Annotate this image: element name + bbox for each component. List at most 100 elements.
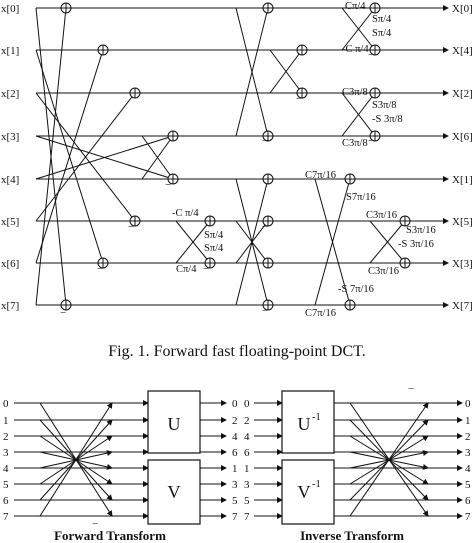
coefficient-label: Cπ/4: [176, 264, 197, 275]
adder-node: [399, 215, 411, 227]
input-label: x[5]: [1, 216, 19, 228]
inverse-output-index: 7: [465, 511, 471, 523]
output-label: X[6]: [452, 131, 473, 143]
block-u: [147, 390, 201, 454]
inverse-input-index: 4: [244, 431, 250, 443]
coefficient-label: C7π/16: [305, 170, 336, 181]
input-label: x[0]: [1, 3, 19, 15]
block-v-inverse-superscript: -1: [312, 479, 321, 490]
forward-input-index: 5: [3, 479, 9, 491]
input-label: x[4]: [1, 174, 19, 186]
adder-node: [262, 2, 274, 14]
coefficient-label: C3π/8: [342, 138, 368, 149]
block-u-inverse-label: U: [298, 414, 311, 434]
inverse-input-index: 5: [244, 495, 250, 507]
butterfly-branch: [269, 49, 303, 94]
adder-node: [60, 2, 72, 14]
adder-node: [296, 87, 308, 99]
inverse-output-index: 6: [465, 495, 471, 507]
forward-input-index: 3: [3, 447, 9, 459]
adder-node: [369, 87, 381, 99]
forward-input-index: 0: [3, 398, 9, 410]
adder-node: [262, 173, 274, 185]
adder-node: [204, 257, 216, 269]
coefficient-label: -S 3π/8: [372, 114, 403, 125]
adder-node: [167, 173, 179, 185]
block-v-inverse: [281, 459, 335, 525]
forward-output-index: 4: [232, 431, 238, 443]
inverse-output-index: 4: [465, 463, 471, 475]
coefficient-label: Sπ/4: [204, 230, 224, 241]
butterfly-branch: [35, 7, 67, 306]
coefficient-label: Cπ/4: [345, 1, 366, 12]
inverse-input-index: 1: [244, 463, 250, 475]
forward-transform-label: Forward Transform: [54, 528, 166, 543]
coefficient-label: S3π/8: [372, 100, 397, 111]
block-v-inverse-label: V: [298, 482, 311, 502]
adder-node: [296, 44, 308, 56]
minus-sign: −: [368, 135, 374, 147]
adder-node: [262, 299, 274, 311]
butterfly-branch: [235, 220, 269, 264]
block-u-inverse-superscript: -1: [312, 412, 321, 423]
figure-caption: Fig. 1. Forward fast floating-point DCT.: [108, 343, 365, 360]
coefficient-label: Sπ/4: [372, 28, 392, 39]
forward-input-index: 4: [3, 463, 9, 475]
coefficient-label: S7π/16: [346, 192, 376, 203]
output-label: X[1]: [452, 174, 473, 186]
output-label: X[3]: [452, 258, 473, 270]
coefficient-label: -C π/4: [342, 44, 369, 55]
butterfly-branch: [175, 220, 211, 264]
minus-sign: −: [408, 383, 414, 395]
coefficient-label: C3π/16: [368, 266, 399, 277]
output-label: X[0]: [452, 3, 473, 15]
butterfly-branch: [235, 7, 269, 137]
adder-node: [262, 257, 274, 269]
butterfly-branch: [35, 92, 136, 222]
inverse-output-index: 2: [465, 431, 471, 443]
adder-node: [262, 130, 274, 142]
coefficient-label: C7π/16: [305, 308, 336, 319]
butterfly-branch: [341, 92, 376, 137]
inverse-input-index: 0: [244, 398, 250, 410]
minus-sign: −: [60, 307, 66, 319]
adder-node: [262, 215, 274, 227]
block-v-label: V: [168, 482, 181, 502]
forward-output-index: 6: [232, 447, 238, 459]
minus-sign: −: [368, 49, 374, 61]
butterfly-branch: [314, 178, 351, 306]
butterfly-branch: [35, 135, 174, 180]
adder-node: [129, 215, 141, 227]
forward-output-index: 2: [232, 415, 238, 427]
coefficient-label: -S 3π/16: [398, 239, 434, 250]
output-label: X[5]: [452, 216, 473, 228]
block-u-inverse: [281, 390, 335, 454]
minus-sign: −: [203, 263, 209, 275]
adder-node: [97, 257, 109, 269]
forward-input-index: 1: [3, 415, 9, 427]
minus-sign: −: [262, 305, 268, 317]
coefficient-label: Sπ/4: [372, 14, 392, 25]
coefficient-label: -S 7π/16: [338, 284, 374, 295]
minus-sign: −: [128, 221, 134, 233]
coefficient-label: C3π/8: [342, 87, 368, 98]
minus-sign: −: [262, 221, 268, 233]
inverse-output-index: 3: [465, 447, 471, 459]
inverse-output-index: 5: [465, 479, 471, 491]
adder-node: [344, 299, 356, 311]
butterfly-branch: [35, 49, 104, 264]
minus-sign: −: [262, 135, 268, 147]
input-label: x[7]: [1, 300, 19, 312]
adder-node: [399, 257, 411, 269]
adder-node: [344, 173, 356, 185]
output-label: X[4]: [452, 45, 473, 57]
inverse-output-index: 1: [465, 415, 471, 427]
minus-sign: −: [92, 518, 98, 530]
forward-dct-flowgraph: x[0]X[0]x[1]X[4]x[2]X[2]x[3]X[6]x[4]X[1]…: [1, 1, 473, 319]
adder-node: [369, 130, 381, 142]
adder-node: [369, 2, 381, 14]
coefficient-label: S3π/16: [406, 225, 436, 236]
output-label: X[7]: [452, 300, 473, 312]
minus-sign: −: [296, 93, 302, 105]
